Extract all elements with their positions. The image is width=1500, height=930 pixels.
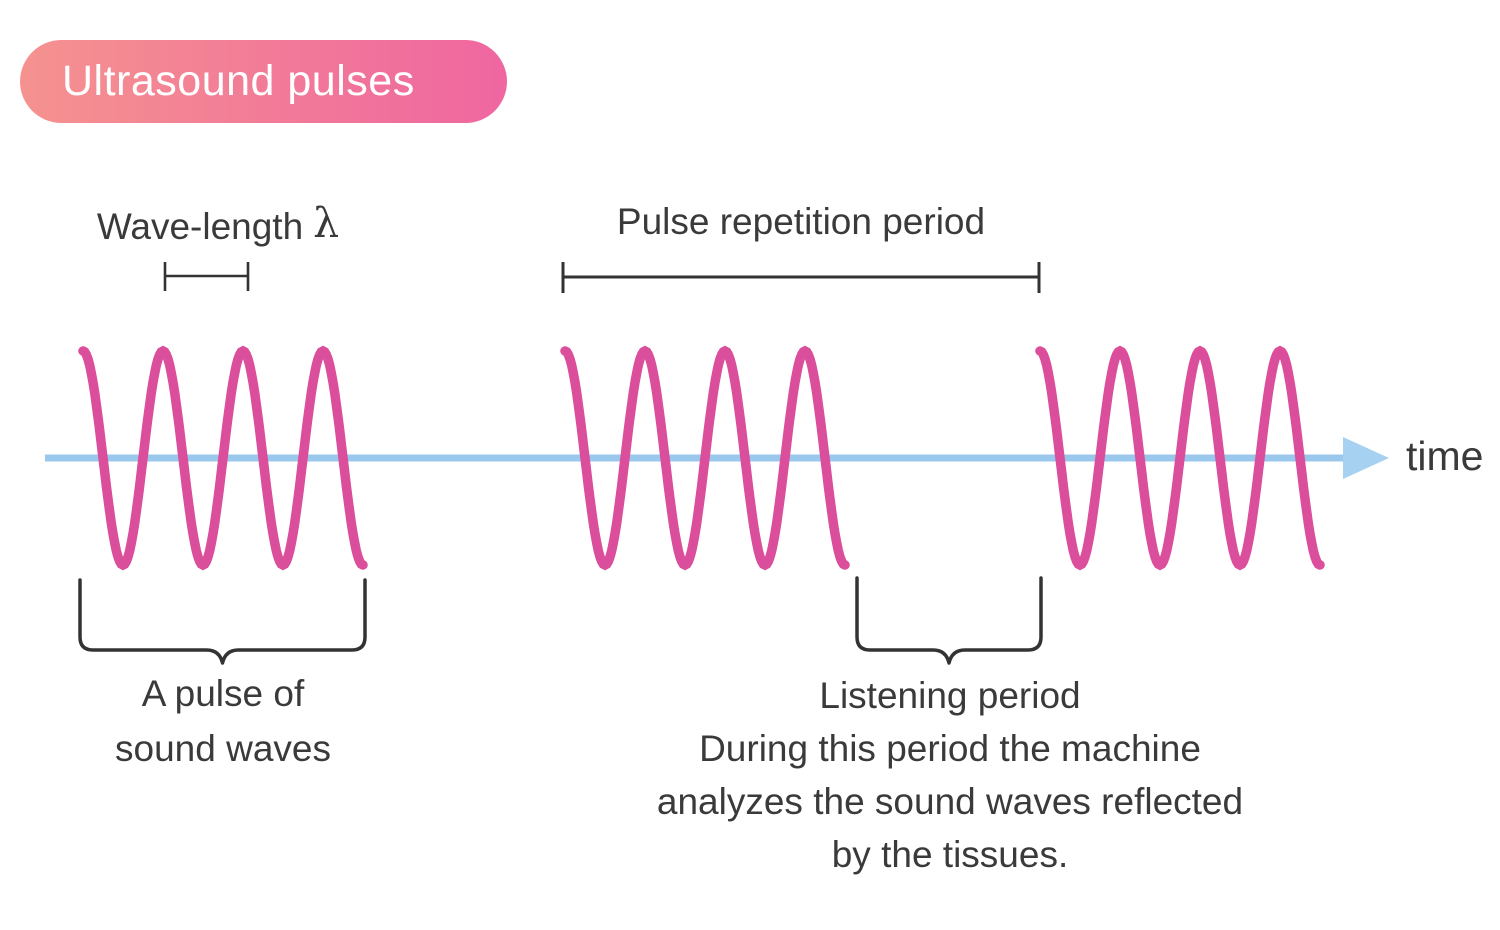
pulse-caption-line2: sound waves [115,728,331,769]
pulse-wave-2 [560,345,850,571]
title-badge: Ultrasound pulses [20,40,507,123]
time-arrowhead-icon [1343,437,1389,479]
listening-brace [855,576,1043,665]
pulse-caption: A pulse of sound waves [62,666,384,776]
listening-caption: Listening period During this period the … [599,669,1301,881]
pulse-wave-1 [78,345,368,571]
listening-caption-line2: During this period the machine [699,728,1201,769]
pulse-brace [78,578,367,665]
listening-caption-line1: Listening period [819,675,1081,716]
title-badge-label: Ultrasound pulses [62,57,415,105]
pulse-caption-line1: A pulse of [141,673,305,714]
wavelength-label-text: Wave-length [96,206,304,247]
pulse-repetition-measure [561,262,1041,293]
time-axis-label: time [1406,433,1484,479]
listening-caption-line3: analyzes the sound waves reflected [656,781,1244,822]
pulse-repetition-label: Pulse repetition period [616,201,986,242]
pulse-wave-3 [1035,345,1325,571]
listening-caption-line4: by the tissues. [831,834,1069,875]
lambda-symbol: λ [313,199,340,247]
wavelength-measure [163,262,250,291]
